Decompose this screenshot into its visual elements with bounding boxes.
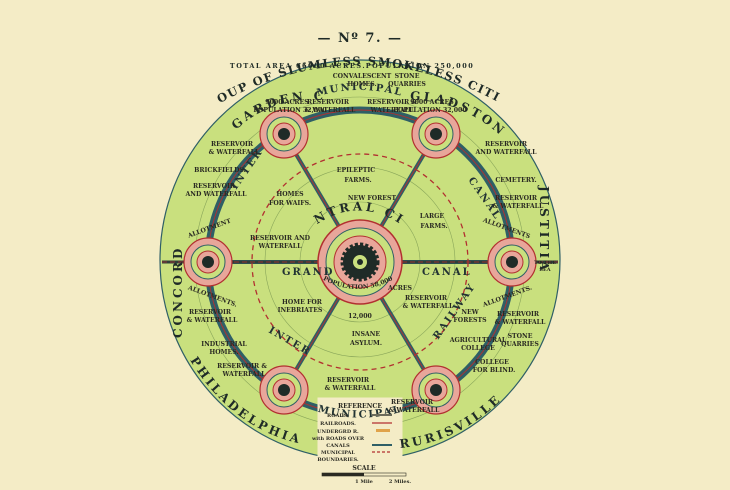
city-acres-gladstone: 9000 ACRES: [410, 99, 454, 106]
label-reservoir-left1: RESERVOIR& WATERFALL: [209, 141, 260, 156]
label-new-forest: NEW FOREST: [348, 195, 397, 202]
label-reservoir-tr: RESERVOIR &WATERFALL: [367, 99, 417, 114]
label-reservoir-tl: RESERVOIR& WATERFALL: [305, 99, 356, 114]
legend-swatch-undergrd: [376, 429, 390, 432]
legend-item-municipal: MUNICIPAL: [321, 450, 355, 456]
legend-item-railroads: RAILROADS.: [320, 421, 356, 427]
map-subtitle-left: TOTAL AREA 66000 ACRES.: [230, 62, 366, 70]
central-city-acres-word: ACRES: [387, 285, 413, 292]
label-reservoir-left3: RESERVOIR& WATERFALL: [187, 309, 238, 324]
plate-number: — Nº 7. —: [317, 31, 402, 46]
label-reservoir-br: RESERVOIR& WATERFALL: [389, 399, 440, 414]
label-reservoir-bl: RESERVOIR &WATERFALL: [217, 363, 267, 378]
central-city-marker: [317, 219, 403, 305]
label-reservoir-right3: RESERVOIR& WATERFALL: [495, 311, 546, 326]
central-city-acres: 12,000: [348, 313, 372, 320]
label-reservoir-bottom: RESERVOIR& WATERFALL: [325, 377, 376, 392]
scale-label-2: 2 Miles.: [389, 479, 412, 485]
satellite-city-philadelphia: [259, 365, 309, 415]
legend-item-undergrd: UNDERGRD R.: [317, 429, 359, 435]
canal-center-label: CANAL: [422, 267, 472, 278]
satellite-city-garden-city: [259, 109, 309, 159]
scale-title: SCALE: [352, 465, 376, 472]
grand-label: GRAND: [282, 267, 334, 278]
legend-item-roads: ROADS.: [327, 413, 349, 419]
scale-label-1: 1 Mile: [355, 479, 373, 485]
label-cemetery: CEMETERY.: [495, 177, 536, 184]
label-reservoir-center2: RESERVOIR& WATERFALL: [403, 295, 454, 310]
legend: REFERENCE ROADS. RAILROADS. UNDERGRD R. …: [311, 403, 392, 463]
legend-item-canals: CANALS: [326, 443, 350, 449]
legend-title: REFERENCE: [338, 403, 382, 410]
label-brickfields: BRICKFIELDS.: [194, 167, 246, 174]
satellite-city-justitia: [487, 237, 537, 287]
scale-bar: SCALE 1 Mile 2 Miles.: [321, 465, 412, 485]
municipal-boundary-ring: [251, 153, 469, 371]
city-name-concord: CONCORD: [171, 246, 185, 338]
city-pop-gladstone: POPULATION 32,000: [393, 107, 467, 114]
legend-item-with-roads: with ROADS OVER: [311, 436, 365, 442]
satellite-city-rurisville: [411, 365, 461, 415]
map-subtitle-right: POPULATION 250,000: [366, 62, 475, 70]
city-acres-garden-city: 9000 ACRES: [265, 99, 309, 106]
satellite-city-concord: [183, 237, 233, 287]
legend-item-boundaries: BOUNDARIES.: [317, 457, 359, 463]
satellite-city-gladstone: [411, 109, 461, 159]
label-reservoir-right2: RESERVOIR& WATERFALL: [493, 195, 544, 210]
city-name-justitia: JUSTITIA: [537, 185, 551, 273]
city-pop-garden-city: POPULATION 32,000: [253, 107, 327, 114]
